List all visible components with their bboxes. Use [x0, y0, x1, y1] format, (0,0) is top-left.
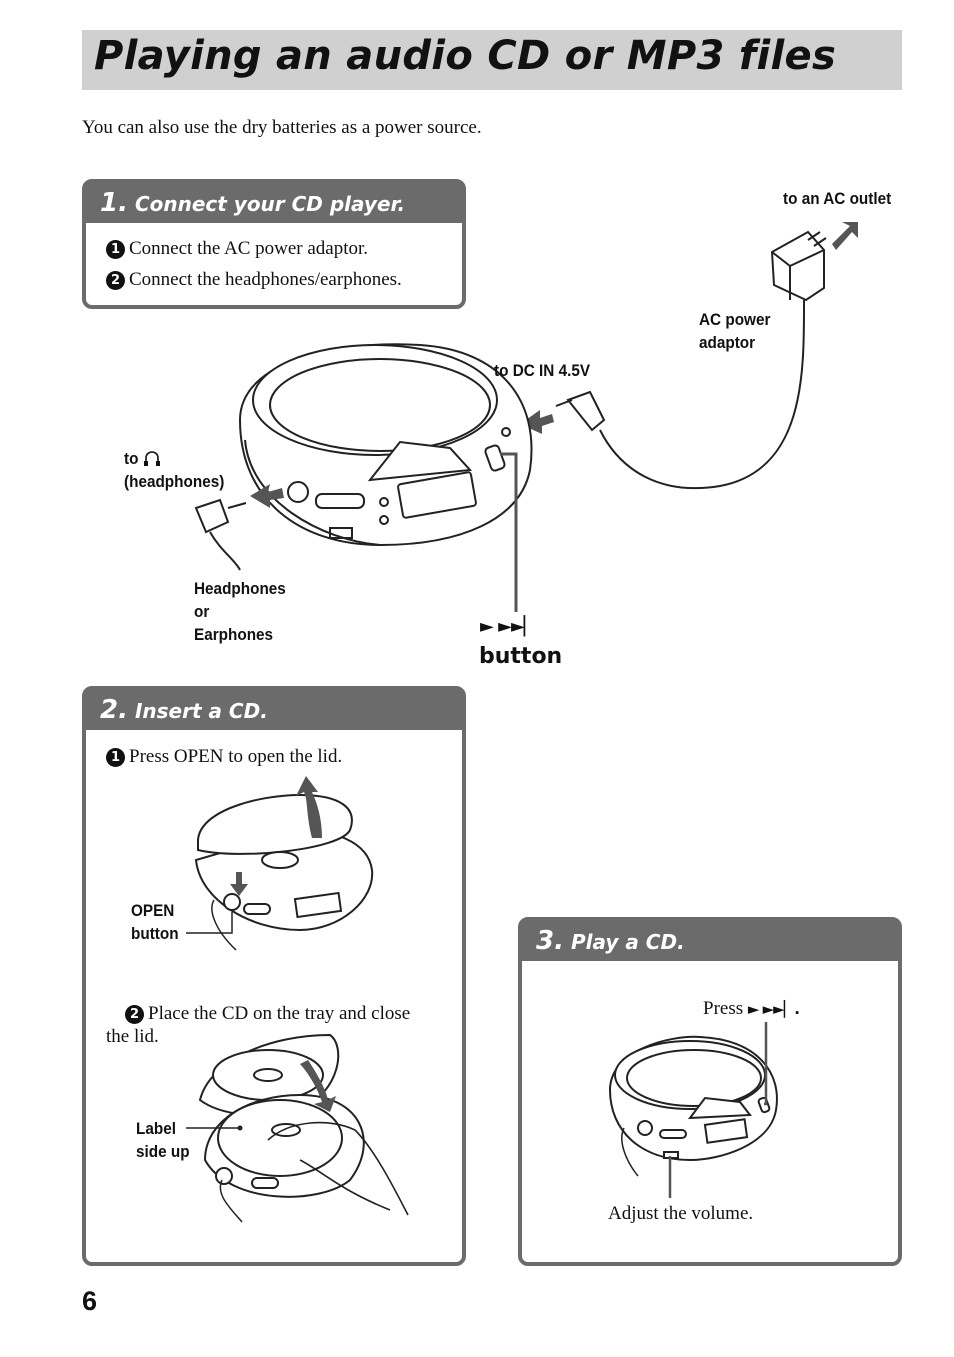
title-bar — [82, 30, 902, 90]
step-marker: 2 — [106, 271, 125, 290]
dc-arrow-icon — [520, 410, 554, 434]
adjust-volume-text: Adjust the volume. — [608, 1203, 754, 1224]
play-button-label: button — [479, 644, 563, 669]
section-insert-header: 2. Insert a CD. — [86, 690, 462, 730]
hand-icon — [267, 1121, 409, 1216]
section-play-cd: 3. Play a CD. — [518, 917, 902, 1266]
cd-player-icon — [238, 343, 533, 547]
step-marker: 1 — [106, 748, 125, 767]
page-title: Playing an audio CD or MP3 files — [94, 33, 837, 79]
section-number: 2. — [100, 695, 128, 725]
headphones-icon — [144, 451, 160, 466]
section-heading: Insert a CD. — [134, 699, 268, 723]
step-text: Press OPEN to open the lid. — [129, 746, 343, 767]
ac-adaptor-icon — [770, 230, 827, 302]
intro-text: You can also use the dry batteries as a … — [82, 117, 482, 138]
label-ac-adaptor: AC power adaptor — [699, 310, 771, 352]
play-symbol: ► ►►▏. — [747, 1000, 800, 1018]
section-play-header: 3. Play a CD. — [522, 921, 898, 961]
headphone-plug-icon — [194, 498, 247, 534]
step-marker: 2 — [125, 1005, 144, 1024]
step-text: Connect the AC power adaptor. — [129, 238, 369, 259]
step-text: Place the CD on the tray and close the l… — [106, 1003, 411, 1047]
place-cd-player-icon — [198, 1033, 365, 1198]
headphone-arrow-icon — [250, 484, 284, 508]
section-heading: Play a CD. — [570, 930, 685, 954]
cd-player-small-icon — [608, 1035, 778, 1162]
lid-open-arrow-icon — [296, 776, 322, 838]
label-dc-in: to DC IN 4.5V — [494, 361, 591, 380]
step-text: Connect the headphones/earphones. — [129, 269, 402, 290]
press-text: Press — [703, 998, 744, 1019]
label-side-up: Label side up — [136, 1119, 190, 1161]
cd-player-connection-illustration — [194, 222, 858, 612]
section-connect-header: 1. Connect your CD player. — [86, 183, 462, 223]
section-number: 1. — [100, 188, 128, 218]
page-number: 6 — [82, 1286, 98, 1316]
outlet-arrow-icon — [832, 222, 858, 250]
label-headphones: Headphones or Earphones — [194, 579, 286, 644]
section-number: 3. — [536, 926, 564, 956]
press-play-instruction: Press ► ►►▏. — [703, 998, 800, 1020]
section-heading: Connect your CD player. — [134, 192, 406, 216]
label-headphones-jack: to (headphones) — [124, 449, 225, 491]
step-marker: 1 — [106, 240, 125, 259]
lid-close-arrow-icon — [300, 1060, 336, 1112]
dc-plug-icon — [555, 390, 606, 432]
label-ac-outlet: to an AC outlet — [783, 189, 892, 208]
label-open-button: OPEN button — [131, 901, 179, 943]
play-button-symbol: ► ►►▏ — [480, 616, 538, 637]
